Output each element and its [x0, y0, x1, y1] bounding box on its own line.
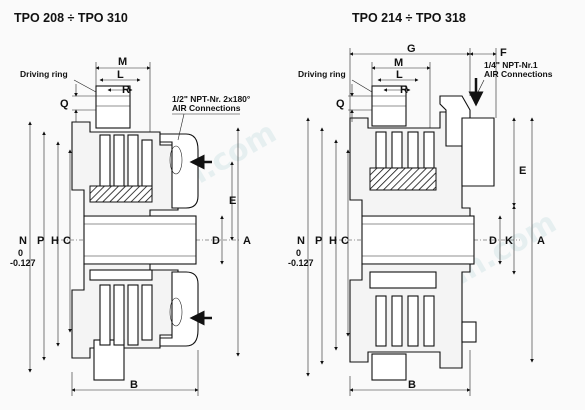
left-dim-A: A [243, 235, 251, 247]
left-dim-C: C [63, 235, 71, 247]
left-dim-E: E [229, 195, 236, 207]
right-dim-H: H [329, 235, 337, 247]
left-spring-upper [89, 185, 153, 203]
right-dim-R: R [400, 84, 408, 96]
right-drawing: TPO 214 ÷ TPO 318 N P H [288, 11, 553, 396]
right-air-label-2: AIR Connections [484, 69, 553, 79]
right-tol-1: -0.127 [288, 258, 314, 268]
right-air-label-1: 1/4" NPT-Nr.1 [484, 60, 538, 70]
left-piston-lower [159, 271, 199, 347]
right-dim-K: K [505, 235, 513, 247]
left-hub [83, 215, 197, 265]
left-drawing: TPO 208 ÷ TPO 310 [10, 11, 251, 396]
left-dim-D: D [212, 235, 220, 247]
left-title: TPO 208 ÷ TPO 310 [14, 11, 128, 25]
left-air-label-1: 1/2" NPT-Nr. 2x180° [172, 94, 251, 104]
right-dim-Q: Q [336, 98, 345, 110]
left-driving-ring-upper [95, 85, 131, 129]
left-dim-N: N [19, 235, 27, 247]
right-spring-upper [369, 167, 437, 191]
left-tol-1: -0.127 [10, 258, 36, 268]
right-driving-ring-lower [371, 353, 407, 381]
left-dim-Q: Q [60, 98, 69, 110]
left-tol-0: 0 [18, 248, 23, 258]
left-dim-L: L [117, 69, 124, 81]
right-dim-L: L [396, 69, 403, 81]
right-dim-A: A [537, 235, 545, 247]
left-dim-P: P [37, 235, 44, 247]
left-piston-upper [159, 133, 199, 209]
right-hub [361, 215, 475, 265]
right-dim-B: B [408, 379, 416, 391]
left-driving-ring-lower [93, 339, 125, 381]
right-dim-E: E [519, 165, 526, 177]
right-dim-G: G [407, 43, 416, 55]
right-dim-M: M [394, 57, 403, 69]
left-dim-M: M [118, 56, 127, 68]
left-driving-ring-label: Driving ring [20, 69, 68, 79]
left-dim-R: R [122, 84, 130, 96]
right-dim-N: N [297, 235, 305, 247]
right-driving-ring-label: Driving ring [298, 69, 346, 79]
right-dim-D: D [489, 235, 497, 247]
left-dim-H: H [51, 235, 59, 247]
right-title: TPO 214 ÷ TPO 318 [352, 11, 466, 25]
left-dim-B: B [130, 379, 138, 391]
right-dim-F: F [500, 47, 507, 59]
right-piston-housing [461, 117, 495, 187]
right-dim-C: C [341, 235, 349, 247]
right-dim-P: P [315, 235, 322, 247]
right-tol-0: 0 [296, 248, 301, 258]
left-air-label-2: AIR Connections [172, 103, 241, 113]
right-lower-plug [461, 321, 477, 343]
